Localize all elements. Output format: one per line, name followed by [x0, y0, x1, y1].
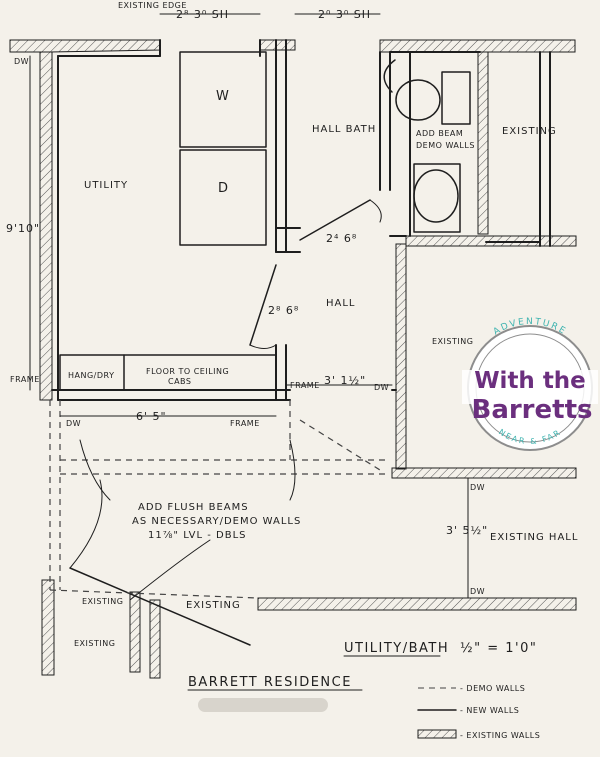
window-right-dim: 2⁰ 3⁰ SH: [318, 8, 371, 21]
bath-door-dim: 2⁴ 6⁸: [326, 232, 357, 245]
washer-label: W: [216, 89, 230, 104]
hall-door-dim: 2⁸ 6⁸: [268, 304, 299, 317]
badge-line-1: With the: [474, 368, 586, 394]
left-wall: [39, 51, 53, 401]
toilet-tank: [441, 71, 471, 125]
cabinets: [59, 354, 277, 391]
note-leaders: [79, 439, 296, 601]
hall-bottom-wall: [257, 597, 577, 611]
washer-box: [179, 51, 267, 148]
hall-door-arc: [249, 344, 277, 349]
new-walls: [51, 39, 551, 401]
sink-basin: [413, 169, 459, 223]
existing-left-2: EXISTING: [74, 639, 115, 648]
legend-demo: - DEMO WALLS: [460, 684, 525, 693]
dw-top-left: DW: [14, 57, 29, 66]
height-left-dim: 9'10": [6, 222, 40, 235]
dimension-lines: [29, 13, 469, 599]
existing-mid-label: EXISTING: [432, 337, 473, 346]
width-bottom-dim: 6' 5": [136, 410, 167, 423]
add-beam-label: ADD BEAM: [416, 129, 463, 138]
beams-note-2: AS NECESSARY/DEMO WALLS: [132, 516, 301, 527]
sheet-title: UTILITY/BATH: [344, 641, 449, 656]
frame-bottom: FRAME: [230, 419, 260, 428]
lower-door-arc: [69, 479, 103, 569]
with-the-barretts-logo: ADVENTURE NEAR & FAR With the Barretts: [462, 317, 598, 451]
dw-hall: DW: [374, 383, 389, 392]
doors: [69, 199, 382, 646]
legend-existing: - EXISTING WALLS: [460, 731, 540, 740]
demo-walls-note: DEMO WALLS: [416, 141, 475, 150]
existing-bottom-label: EXISTING: [186, 600, 241, 611]
top-wall-mid: [259, 39, 296, 51]
mid-wall: [395, 243, 407, 470]
badge-line-2: Barretts: [472, 395, 593, 425]
lower-mid-wall-2: [149, 599, 161, 679]
existing-walls: [9, 39, 577, 679]
project-title: BARRETT RESIDENCE: [188, 675, 352, 690]
top-wall-left: [9, 39, 161, 53]
existing-hall-label: EXISTING HALL: [490, 532, 578, 543]
legend-new: - NEW WALLS: [460, 706, 519, 715]
cabs-label-1: FLOOR TO CEILING: [146, 367, 229, 376]
dryer-label: D: [218, 181, 230, 196]
dw-right-bottom: DW: [470, 587, 485, 596]
bath-fixtures: [383, 59, 471, 233]
hang-dry-label: HANG/DRY: [68, 371, 114, 380]
utility-label: UTILITY: [84, 180, 128, 191]
scale-label: ½" = 1'0": [460, 641, 537, 656]
window-left-dim: 2⁸ 3⁰ SH: [176, 8, 229, 21]
frame-left: FRAME: [10, 375, 40, 384]
vanity: [413, 163, 461, 233]
demo-walls: [49, 400, 390, 599]
lower-door-leaf: [69, 567, 251, 646]
hall-bath-label: HALL BATH: [312, 124, 376, 135]
redaction-blur: [198, 698, 328, 712]
existing-right-label: EXISTING: [502, 126, 557, 137]
toilet-bowl: [395, 79, 441, 121]
bath-door-arc: [369, 199, 382, 223]
hall-door-leaf: [249, 264, 277, 346]
frame-hall: FRAME: [290, 381, 320, 390]
dw-right-top: DW: [470, 483, 485, 492]
existing-left-1: EXISTING: [82, 597, 123, 606]
existing-edge-label: EXISTING EDGE: [118, 1, 187, 10]
hall-depth-dim: 3' 5½": [446, 524, 488, 537]
top-wall-right: [379, 39, 576, 53]
dryer-box: [179, 149, 267, 246]
lower-left-wall: [41, 579, 55, 676]
hall-mid-wall: [391, 467, 577, 479]
lower-mid-wall: [129, 591, 141, 673]
dw-bottom-left: DW: [66, 419, 81, 428]
beams-note-3: 11⅞" LVL - DBLS: [148, 530, 247, 541]
beams-note-1: ADD FLUSH BEAMS: [138, 502, 249, 513]
cab-box: [59, 354, 277, 391]
hall-width-dim: 3' 1½": [324, 374, 366, 387]
hall-label: HALL: [326, 298, 356, 309]
right-wall-upper: [477, 51, 489, 235]
appliances: [179, 51, 267, 246]
legend: - DEMO WALLS - NEW WALLS - EXISTING WALL…: [417, 684, 540, 740]
legend-existing-swatch: [417, 729, 457, 739]
cabs-label-2: CABS: [168, 377, 191, 386]
vent: [383, 59, 396, 93]
bath-door-leaf: [299, 199, 371, 241]
